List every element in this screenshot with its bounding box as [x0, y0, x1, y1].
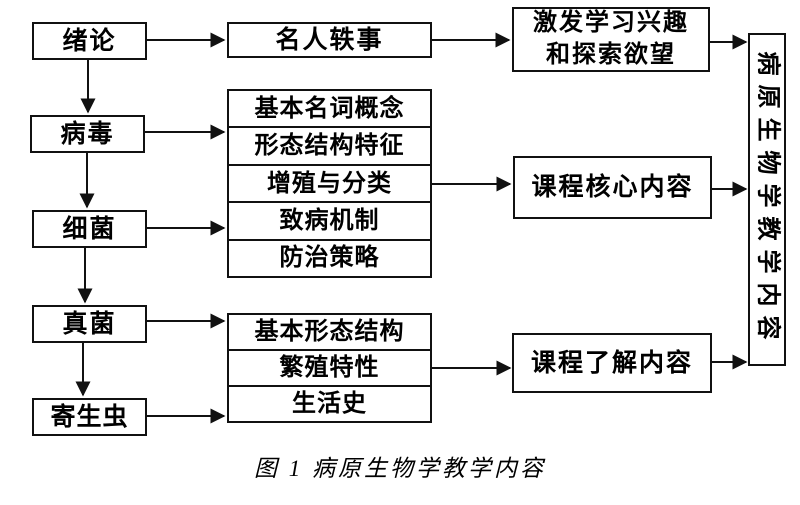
- row-pathogenesis: 致病机制: [229, 201, 430, 238]
- node-virus: 病毒: [30, 115, 145, 153]
- row-prevention-strategy: 防治策略: [229, 238, 430, 276]
- node-summary-vertical: 病原生物学教学内容: [748, 33, 786, 366]
- inspire-line-2: 和探索欲望: [546, 41, 676, 68]
- topic-group-overview: 基本形态结构 繁殖特性 生活史: [227, 313, 432, 423]
- row-basic-morphology: 基本形态结构: [254, 319, 405, 345]
- node-introduction: 绪论: [32, 22, 147, 60]
- row-reproduction-traits: 繁殖特性: [229, 349, 430, 385]
- node-inspire-interest: 激发学习兴趣 和探索欲望: [512, 7, 710, 72]
- row-reproduction-classification: 增殖与分类: [229, 163, 430, 201]
- summary-vertical-text: 病原生物学教学内容: [754, 51, 781, 348]
- figure-caption: 图 1 病原生物学教学内容: [254, 456, 546, 481]
- inspire-line-1: 激发学习兴趣: [533, 9, 689, 36]
- node-understand-content: 课程了解内容: [512, 333, 712, 393]
- node-bacteria: 细菌: [32, 210, 147, 248]
- node-fungi: 真菌: [32, 305, 147, 343]
- row-morphology-features: 形态结构特征: [229, 126, 430, 163]
- node-celebrity-anecdotes: 名人轶事: [227, 22, 432, 58]
- row-life-history: 生活史: [229, 385, 430, 421]
- row-basic-terms: 基本名词概念: [254, 95, 405, 122]
- node-core-content: 课程核心内容: [513, 156, 712, 219]
- topic-group-core: 基本名词概念 形态结构特征 增殖与分类 致病机制 防治策略: [227, 89, 432, 278]
- node-parasite: 寄生虫: [32, 398, 147, 436]
